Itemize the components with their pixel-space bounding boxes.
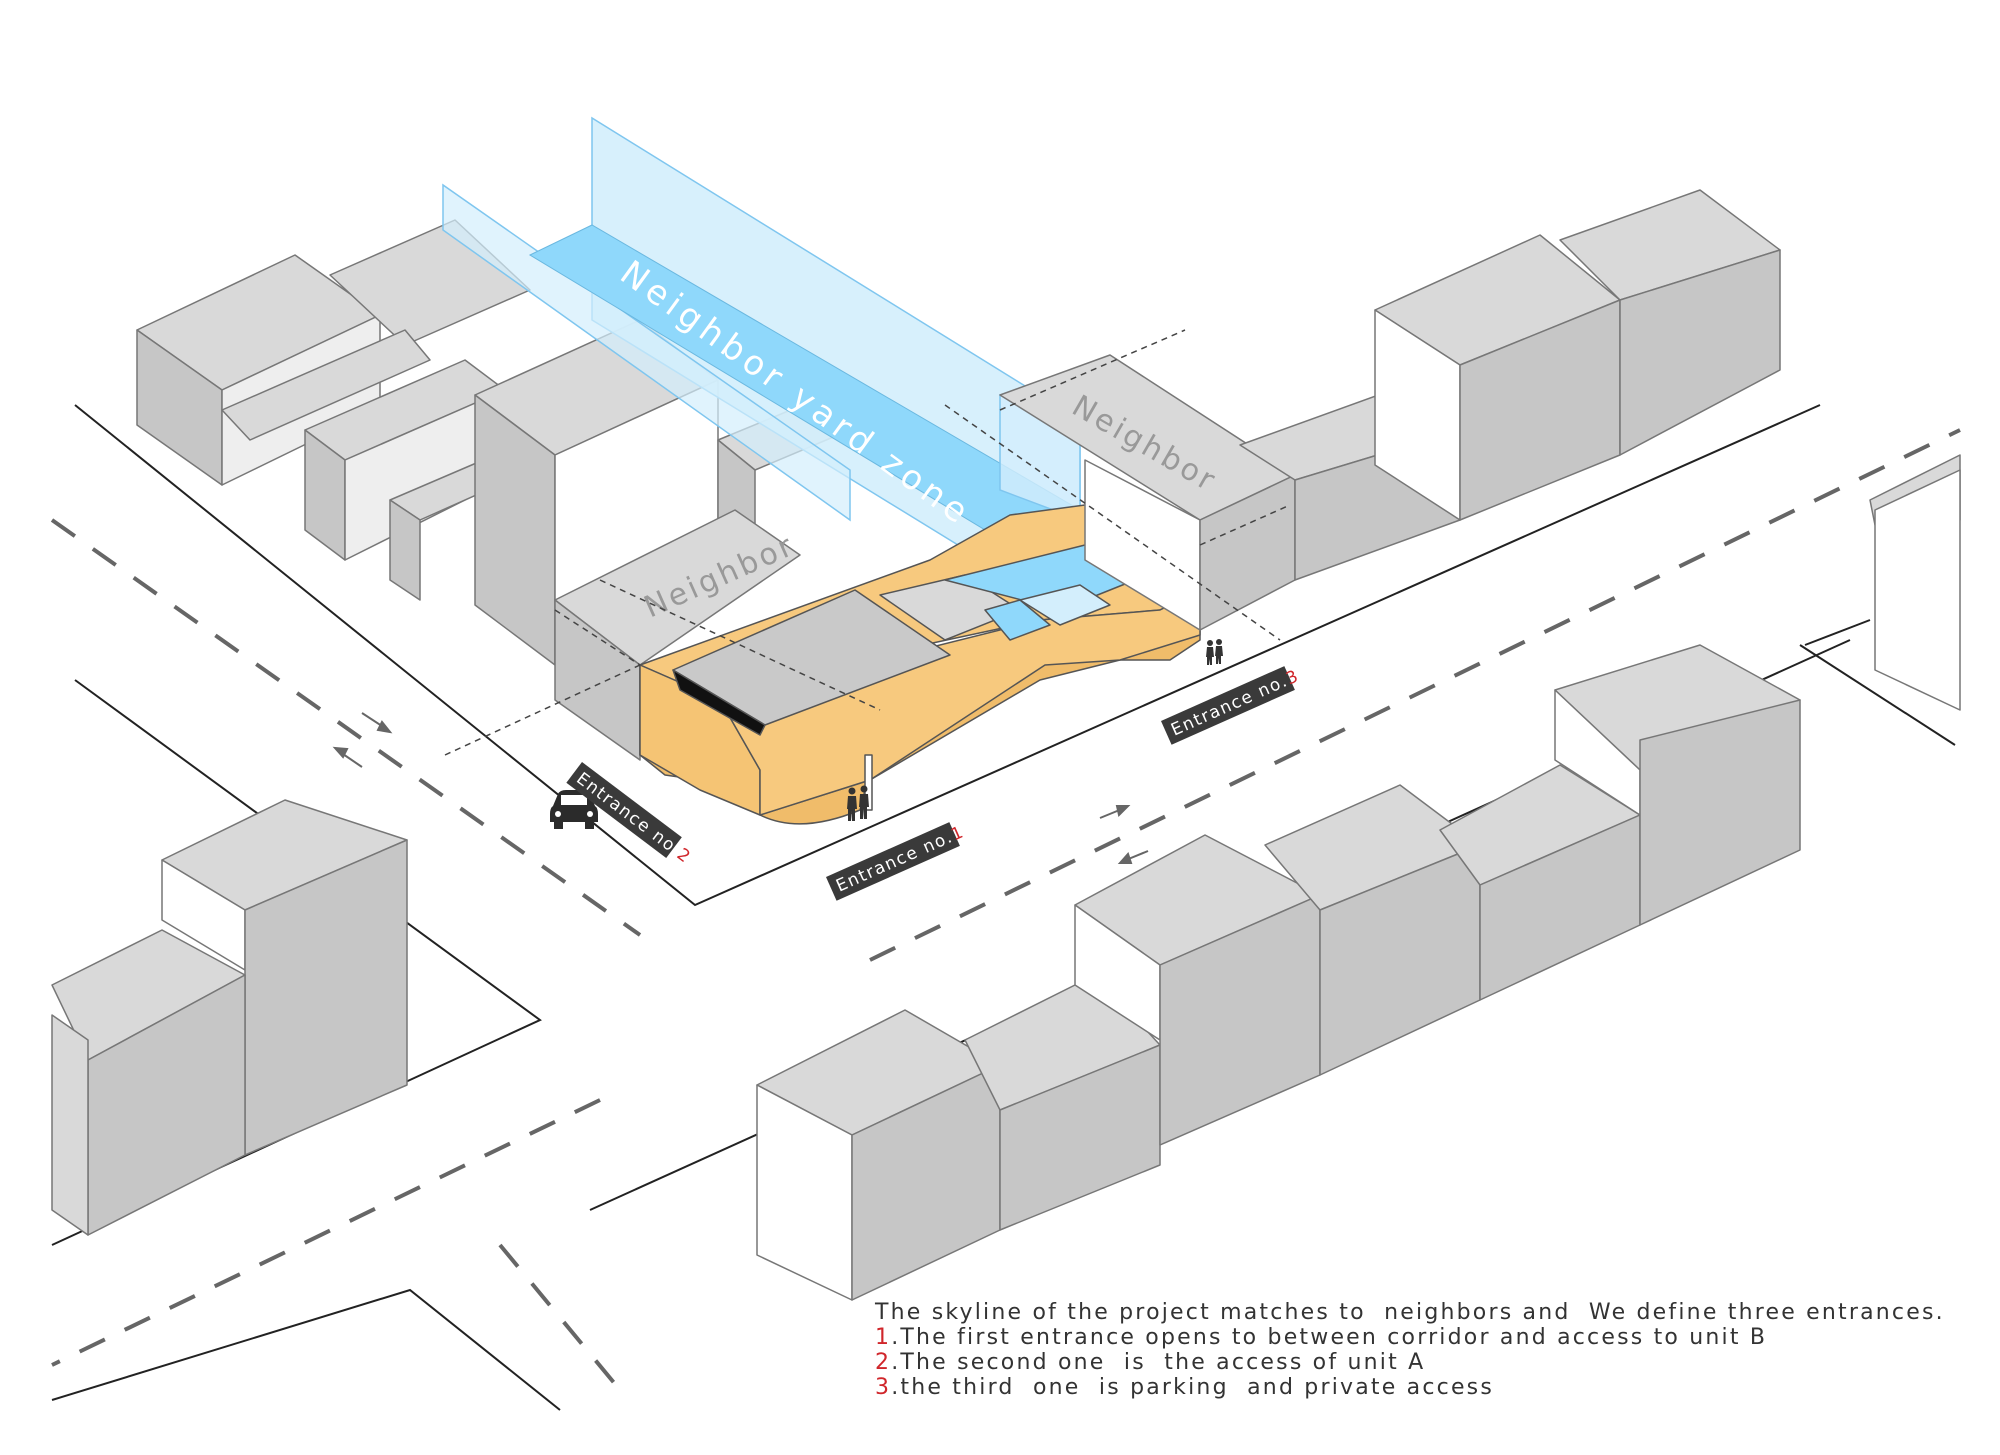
entrance-tag-1: Entrance no.1 (826, 822, 967, 901)
site-guides (444, 329, 1291, 756)
person-head (860, 785, 868, 793)
building-block (1874, 469, 1961, 711)
project-court (984, 599, 1051, 641)
notes-item-2: 2.The second one is the access of unit A (875, 1350, 1945, 1375)
neighbor-buildings-front-right (756, 644, 1801, 1301)
car-light (555, 811, 561, 817)
arrow-icon (1115, 805, 1131, 817)
car-wheel (554, 821, 563, 829)
tag-background (1161, 666, 1295, 745)
guide-line (1199, 504, 1291, 546)
car-icon (550, 790, 598, 829)
person-head (1216, 639, 1222, 645)
arrow-icon (332, 746, 349, 759)
note-text: .The second one is the access of unit A (891, 1350, 1426, 1375)
note-number: 2 (875, 1350, 892, 1375)
neighbor-yard-zone: Neighbor yard zone (442, 116, 1082, 622)
building-block (389, 499, 421, 601)
car-wheel (585, 821, 594, 829)
person-body (1206, 647, 1214, 665)
street-curb (74, 404, 1821, 907)
person-head (1207, 640, 1213, 646)
building-block (1639, 699, 1801, 926)
entrance-tag-text: Entrance no.3 (1168, 666, 1302, 740)
lane-dash (51, 1098, 601, 1367)
guide-line (599, 579, 881, 711)
notes-intro: The skyline of the project matches to ne… (875, 1300, 1945, 1325)
entrance-tag-3: Entrance no.3 (1161, 666, 1302, 745)
guide-line (944, 404, 1281, 641)
person-body (859, 794, 869, 819)
street-curb (1804, 619, 1871, 646)
notes-item-3: 3.the third one is parking and private a… (875, 1375, 1945, 1400)
tag-background (566, 762, 682, 858)
lane-dash (50, 518, 642, 937)
guide-line (444, 664, 641, 756)
arrow-icon (1117, 852, 1133, 864)
arrow-icon (376, 720, 393, 734)
pedestrian-icon (1206, 639, 1223, 665)
project-court (1019, 584, 1111, 626)
notes-block: The skyline of the project matches to ne… (875, 1300, 1945, 1400)
note-text: .the third one is parking and private ac… (891, 1375, 1495, 1400)
person-body (847, 796, 857, 821)
building-block (554, 599, 641, 761)
lane-dash (498, 1243, 622, 1392)
building-block (1619, 249, 1781, 456)
car-light (587, 811, 593, 817)
lane-dash (869, 428, 1961, 962)
street-curb (1799, 644, 1956, 746)
building-block (51, 1014, 89, 1236)
neighbor-buildings-back-right (1239, 189, 1961, 711)
note-number: 1 (875, 1325, 892, 1350)
tag-background (826, 822, 960, 901)
pedestrian-icon (847, 785, 869, 821)
note-number: 3 (875, 1375, 892, 1400)
traffic-arrows (332, 712, 1149, 864)
roof-volume (672, 669, 766, 736)
lane-dashes (50, 428, 1961, 1392)
note-text: .The first entrance opens to between cor… (891, 1325, 1768, 1350)
guide-line (554, 609, 641, 666)
guide-line (999, 329, 1186, 411)
notes-item-1: 1.The first entrance opens to between co… (875, 1325, 1945, 1350)
person-head (848, 787, 856, 795)
car-window (561, 795, 587, 805)
yard-zone-plane (442, 183, 851, 522)
project-building (639, 504, 1201, 825)
neighbor-buildings-front-left (51, 799, 408, 1236)
person-body (1215, 646, 1223, 664)
project-facade-long (719, 589, 1201, 816)
entrance-tag-text: Entrance no.1 (833, 822, 967, 896)
building-block (221, 329, 431, 441)
building-block (999, 1044, 1161, 1231)
street-curb (51, 1288, 561, 1411)
